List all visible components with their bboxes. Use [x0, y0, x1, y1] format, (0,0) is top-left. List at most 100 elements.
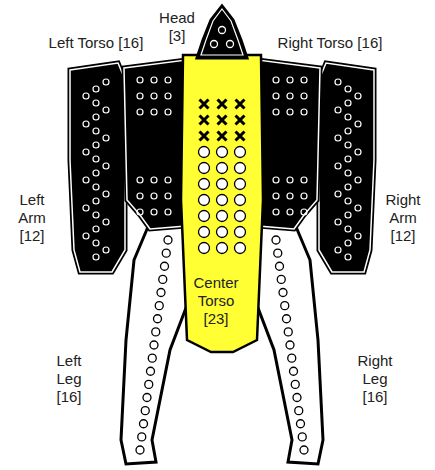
armor-dot [199, 243, 210, 254]
armor-dot [137, 109, 143, 115]
armor-dot [93, 100, 99, 106]
armor-dot [235, 147, 246, 158]
armor-dot [93, 156, 99, 162]
armor-dot [217, 243, 228, 254]
armor-dot [355, 121, 361, 127]
armor-dot [165, 209, 171, 215]
right-arm-trim [319, 63, 374, 272]
armor-dot [93, 170, 99, 176]
part-label: Left Leg [16] [49, 352, 89, 406]
armor-dot [287, 177, 293, 183]
armor-dot [199, 163, 210, 174]
armor-dot [151, 177, 157, 183]
part-label: Head [3] [155, 9, 199, 45]
armor-dot [345, 170, 351, 176]
armor-dot [301, 109, 307, 115]
armor-dot [293, 394, 301, 402]
armor-dot [345, 156, 351, 162]
armor-dot [83, 121, 89, 127]
armor-dot [217, 147, 228, 158]
armor-dot [345, 128, 351, 134]
part-label: Center Torso [23] [187, 274, 245, 328]
armor-dot [283, 315, 291, 323]
damage-mark [236, 116, 245, 125]
armor-dot [273, 177, 279, 183]
armor-dot [165, 193, 171, 199]
armor-dot [235, 243, 246, 254]
part-label: Right Arm [12] [380, 191, 426, 245]
armor-dot [287, 209, 293, 215]
armor-dot [141, 407, 149, 415]
left-leg-shape [121, 222, 192, 464]
armor-dot [93, 184, 99, 190]
armor-dot [300, 446, 308, 454]
armor-dot [199, 211, 210, 222]
armor-dot [93, 198, 99, 204]
armor-dot [140, 420, 148, 428]
armor-dot [345, 86, 351, 92]
armor-dot [355, 149, 361, 155]
armor-dot [355, 93, 361, 99]
damage-mark [200, 100, 209, 109]
armor-dot [151, 93, 157, 99]
armor-dot [345, 226, 351, 232]
damage-mark [236, 132, 245, 141]
armor-dot [235, 163, 246, 174]
armor-dot [301, 193, 307, 199]
armor-dot [103, 247, 109, 253]
armor-dot [217, 163, 228, 174]
armor-dot [295, 407, 303, 415]
part-label: Right Leg [16] [353, 352, 397, 406]
armor-dot [345, 184, 351, 190]
armor-dot [355, 205, 361, 211]
armor-dot [103, 79, 109, 85]
armor-dot [83, 93, 89, 99]
armor-dot [287, 77, 293, 83]
armor-dot [335, 79, 341, 85]
armor-dot [103, 219, 109, 225]
armor-dot [235, 227, 246, 238]
armor-dot [335, 247, 341, 253]
left-torso-shape [124, 60, 186, 229]
armor-dot [217, 211, 228, 222]
armor-dot [217, 179, 228, 190]
armor-dot [279, 289, 287, 297]
armor-dot [137, 193, 143, 199]
armor-dot [273, 209, 279, 215]
head-dot [211, 41, 218, 48]
armor-dot [301, 93, 307, 99]
armor-dot [217, 227, 228, 238]
upper-body [70, 6, 374, 352]
armor-dot [137, 77, 143, 83]
armor-dots [83, 77, 361, 454]
armor-dot [83, 149, 89, 155]
armor-dot [147, 367, 155, 375]
armor-dot [137, 93, 143, 99]
armor-dot [273, 193, 279, 199]
armor-dot [217, 195, 228, 206]
armor-dot [165, 109, 171, 115]
damage-mark [218, 116, 227, 125]
armor-dot [159, 275, 167, 283]
armor-dot [154, 315, 162, 323]
damage-mark [236, 100, 245, 109]
armor-dot [151, 209, 157, 215]
armor-dot [287, 193, 293, 199]
armor-dot [335, 219, 341, 225]
armor-dot [284, 328, 292, 336]
armor-dot [103, 163, 109, 169]
armor-dot [287, 93, 293, 99]
armor-dot [297, 420, 305, 428]
armor-dot [301, 177, 307, 183]
armor-dot [143, 394, 151, 402]
armor-dot [151, 109, 157, 115]
left-arm-shape [70, 63, 125, 272]
armor-dot [165, 77, 171, 83]
damage-mark [200, 132, 209, 141]
armor-dot [199, 227, 210, 238]
armor-dot [345, 254, 351, 260]
damage-mark [218, 100, 227, 109]
armor-dot [155, 302, 163, 310]
armor-dot [83, 177, 89, 183]
armor-dot [298, 433, 306, 441]
